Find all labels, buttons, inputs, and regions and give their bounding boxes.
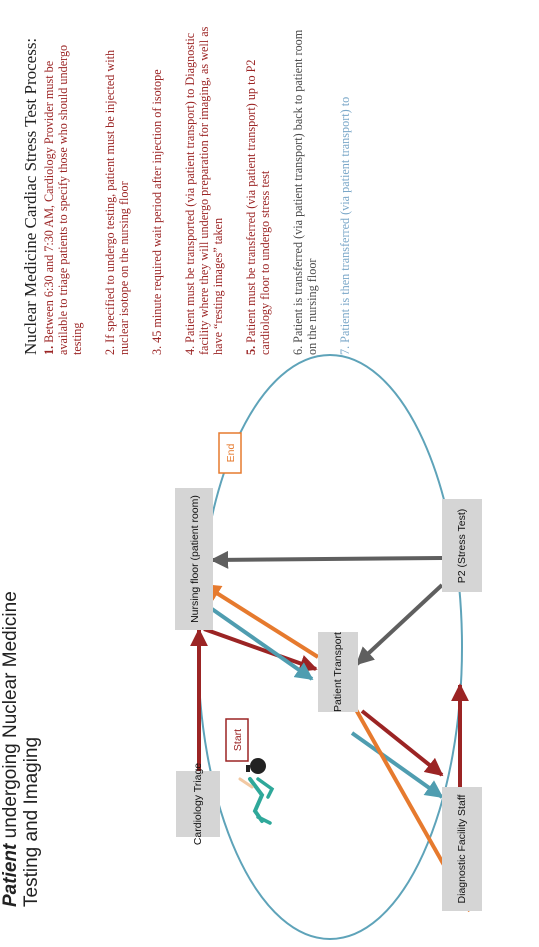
arrow-p2-to-transport-gray: [355, 583, 444, 666]
process-step-6: 6. Patient is transferred (via patient t…: [291, 15, 319, 355]
process-panel: Nuclear Medicine Cardiac Stress Test Pro…: [21, 15, 352, 355]
process-step-text: Between 6:30 and 7:30 AM, Cardiology Pro…: [42, 44, 84, 355]
process-step-text: Patient is transferred (via patient tran…: [291, 29, 319, 355]
process-step-number: 3.: [150, 345, 164, 355]
process-step-1: 1. Between 6:30 and 7:30 AM, Cardiology …: [42, 15, 84, 355]
workflow-diagram: Cardiology Triage Nursing floor (patient…: [175, 354, 482, 940]
node-p2-stress-test: P2 (Stress Test): [442, 499, 482, 592]
process-step-text: If specified to undergo testing, patient…: [103, 49, 131, 355]
arrow-nursing-to-transport: [203, 627, 318, 673]
arrow-p2-to-nursing-gray: [210, 550, 443, 569]
process-step-text: 45 minute required wait period after inj…: [150, 69, 164, 343]
arrow-nursing-to-transport-teal: [210, 607, 314, 681]
start-badge: Start: [225, 718, 249, 762]
process-step-number: 5.: [244, 345, 258, 355]
arrow-transport-to-diagnostic: [360, 709, 444, 777]
arrow-transport-to-nursing-orange: [202, 583, 320, 659]
process-step-5: 5. Patient must be transferred (via pati…: [244, 15, 272, 355]
node-patient-transport: Patient Transport: [318, 632, 358, 712]
process-steps: 1. Between 6:30 and 7:30 AM, Cardiology …: [42, 15, 352, 355]
arrow-transport-to-diagnostic-teal: [350, 731, 444, 799]
process-step-text: Patient is then transferred (via patient…: [338, 96, 352, 343]
process-step-number: 7.: [338, 345, 352, 355]
process-step-number: 1.: [42, 345, 56, 355]
node-label-diagnostic-facility-staff: Diagnostic Facility Staff: [456, 794, 468, 903]
process-heading: Nuclear Medicine Cardiac Stress Test Pro…: [21, 37, 40, 355]
start-badge-label: Start: [232, 729, 244, 751]
patient-figure-icon: [238, 758, 275, 825]
node-label-patient-transport: Patient Transport: [332, 632, 344, 712]
node-cardiology-triage: Cardiology Triage: [176, 763, 220, 845]
process-step-4: 4. Patient must be transported (via pati…: [183, 15, 225, 355]
process-step-number: 4.: [183, 345, 197, 355]
end-badge-label: End: [225, 444, 237, 463]
process-step-3: 3. 45 minute required wait period after …: [150, 15, 164, 355]
node-nursing-floor: Nursing floor (patient room): [175, 488, 213, 630]
process-step-number: 6.: [291, 345, 305, 355]
node-label-p2-stress-test: P2 (Stress Test): [456, 509, 468, 584]
process-step-text: Patient must be transported (via patient…: [183, 26, 225, 355]
node-label-nursing-floor: Nursing floor (patient room): [189, 495, 201, 623]
process-step-number: 2.: [103, 345, 117, 355]
process-step-7: 7. Patient is then transferred (via pati…: [338, 15, 352, 355]
process-step-text: Patient must be transferred (via patient…: [244, 59, 272, 355]
node-diagnostic-facility-staff: Diagnostic Facility Staff: [442, 787, 482, 911]
process-step-2: 2. If specified to undergo testing, pati…: [103, 15, 131, 355]
node-label-cardiology-triage: Cardiology Triage: [192, 763, 204, 845]
end-badge: End: [218, 432, 242, 474]
